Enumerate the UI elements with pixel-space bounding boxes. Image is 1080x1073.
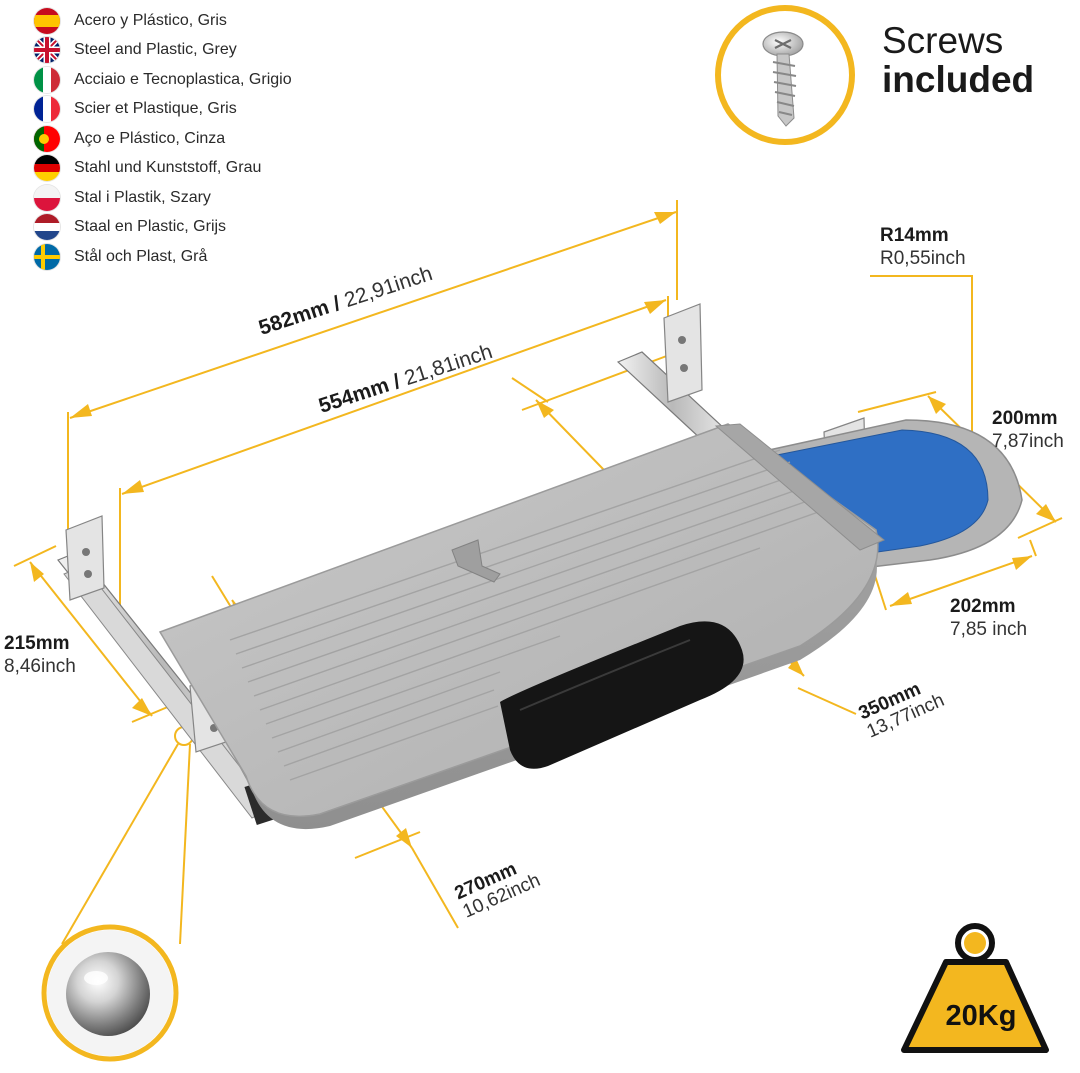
weight-icon bbox=[901, 923, 1049, 1053]
list-item: Acciaio e Tecnoplastica, Grigio bbox=[34, 65, 364, 95]
list-item: Aço e Plástico, Cinza bbox=[34, 124, 364, 154]
language-label: Aço e Plástico, Cinza bbox=[74, 129, 226, 147]
material-language-list: Acero y Plástico, Gris Steel and Plastic… bbox=[34, 6, 364, 272]
language-label: Stal i Plastik, Szary bbox=[74, 188, 211, 206]
dimension-label-radius: R14mm R0,55inch bbox=[880, 225, 966, 269]
list-item: Stal i Plastik, Szary bbox=[34, 183, 364, 213]
list-item: Staal en Plastic, Grijs bbox=[34, 213, 364, 243]
dimension-label-200: 200mm 7,87inch bbox=[992, 408, 1064, 452]
keyboard-tray bbox=[158, 423, 885, 830]
pt-flag-icon bbox=[34, 125, 60, 152]
language-label: Acciaio e Tecnoplastica, Grigio bbox=[74, 70, 292, 88]
dimension-label-202: 202mm 7,85 inch bbox=[950, 596, 1028, 640]
dimension-label-215: 215mm 8,46inch bbox=[4, 633, 76, 677]
screws-included-text: Screws included bbox=[882, 20, 1035, 100]
language-label: Acero y Plástico, Gris bbox=[74, 11, 227, 29]
nl-flag-icon bbox=[34, 214, 60, 241]
list-item: Acero y Plástico, Gris bbox=[34, 6, 364, 36]
screws-line2: included bbox=[882, 58, 1035, 100]
it-flag-icon bbox=[34, 66, 60, 93]
weight-capacity-label: 20Kg bbox=[945, 1000, 1017, 1032]
screw-icon bbox=[715, 5, 855, 145]
language-label: Scier et Plastique, Gris bbox=[74, 100, 237, 118]
gb-flag-icon bbox=[34, 37, 60, 64]
dimension-arrows bbox=[30, 212, 1056, 848]
ball-bearing-icon bbox=[41, 924, 179, 1062]
wrist-rest bbox=[500, 621, 744, 769]
list-item: Scier et Plastique, Gris bbox=[34, 95, 364, 125]
de-flag-icon bbox=[34, 155, 60, 182]
pl-flag-icon bbox=[34, 184, 60, 211]
screws-line1: Screws bbox=[882, 20, 1004, 61]
es-flag-icon bbox=[34, 7, 60, 34]
list-item: Stål och Plast, Grå bbox=[34, 242, 364, 272]
language-label: Stål och Plast, Grå bbox=[74, 247, 208, 265]
list-item: Stahl und Kunststoff, Grau bbox=[34, 154, 364, 184]
language-label: Staal en Plastic, Grijs bbox=[74, 218, 227, 236]
language-label: Steel and Plastic, Grey bbox=[74, 41, 237, 59]
se-flag-icon bbox=[34, 243, 60, 270]
list-item: Steel and Plastic, Grey bbox=[34, 36, 364, 66]
language-label: Stahl und Kunststoff, Grau bbox=[74, 159, 262, 177]
fr-flag-icon bbox=[34, 96, 60, 123]
